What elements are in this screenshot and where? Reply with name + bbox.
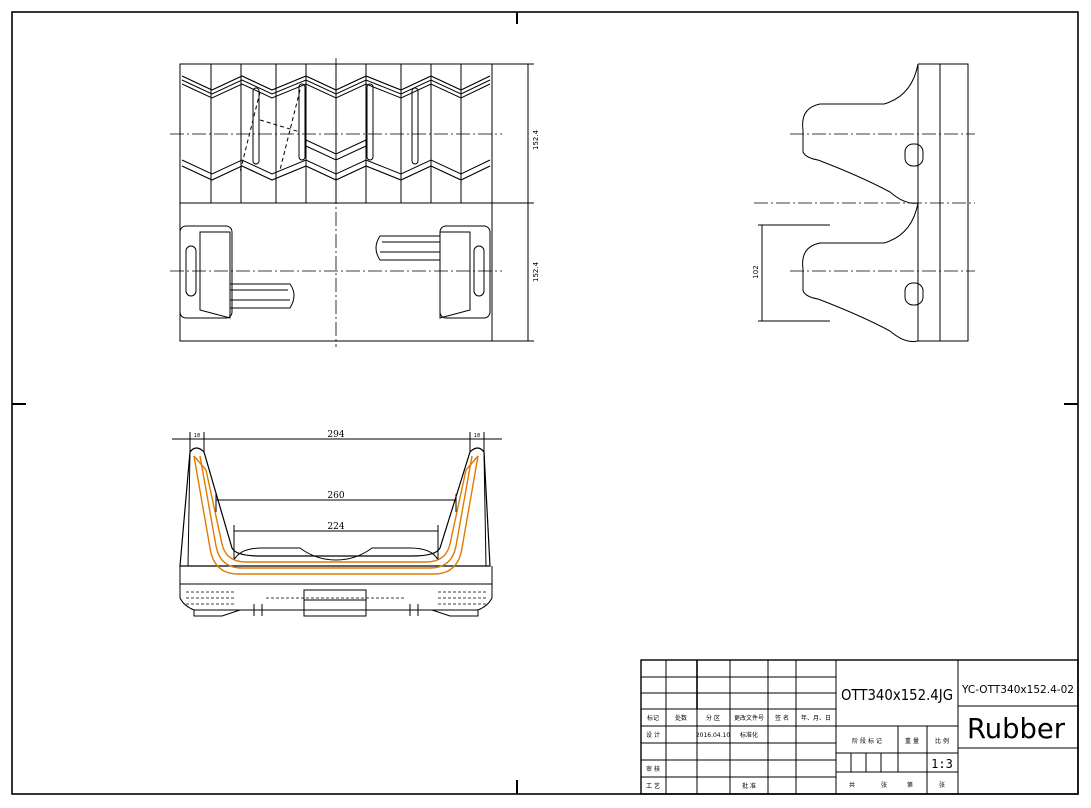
dimension-width-base: 224 xyxy=(327,522,344,532)
label-weight: 重 量 xyxy=(905,737,919,745)
dimension-pitch-bottom: 152.4 xyxy=(532,261,540,282)
title-block xyxy=(640,659,1079,795)
label-sheets-page: 张 xyxy=(939,781,945,789)
label-process: 工 艺 xyxy=(646,782,660,790)
top-view xyxy=(170,58,534,347)
label-mark: 标记 xyxy=(647,714,659,722)
design-date: 2016.04.10 xyxy=(696,732,731,739)
label-page: 第 xyxy=(907,781,913,789)
part-name: OTT340x152.4JG xyxy=(841,686,953,704)
label-approve: 批 准 xyxy=(742,782,756,790)
label-signature: 签 名 xyxy=(775,714,789,722)
title-block-labels: 标记 处数 分 区 更改文件号 签 名 年、月、日 设 计 2016.04.10… xyxy=(646,683,1074,790)
label-count: 处数 xyxy=(675,714,687,722)
dimension-right-lip: 18 xyxy=(474,433,480,439)
label-ratio: 比 例 xyxy=(935,737,949,745)
centering-marks xyxy=(12,12,1078,794)
label-ymd: 年、月、日 xyxy=(801,714,831,722)
label-zone: 分 区 xyxy=(706,714,720,722)
front-view xyxy=(172,432,502,617)
dimension-side-height: 102 xyxy=(752,265,760,278)
side-view xyxy=(754,63,975,342)
label-change-doc: 更改文件号 xyxy=(734,714,764,722)
label-stage-mark: 阶 段 标 记 xyxy=(852,737,882,745)
dimension-width-inner: 260 xyxy=(327,491,344,501)
dimension-left-lip: 18 xyxy=(194,433,200,439)
label-total: 共 xyxy=(849,781,855,789)
embedded-core-outline xyxy=(193,455,479,575)
label-sheets-total: 张 xyxy=(881,781,887,789)
label-standardize: 标准化 xyxy=(740,731,758,739)
label-design: 设 计 xyxy=(646,731,660,739)
material: Rubber xyxy=(967,712,1065,745)
dimension-width-overall: 294 xyxy=(327,430,344,440)
drawing-number: YC-OTT340x152.4-02 xyxy=(961,683,1074,696)
dimension-pitch-top: 152.4 xyxy=(532,129,540,150)
scale-value: 1:3 xyxy=(931,757,953,771)
label-review: 审 核 xyxy=(646,765,660,773)
